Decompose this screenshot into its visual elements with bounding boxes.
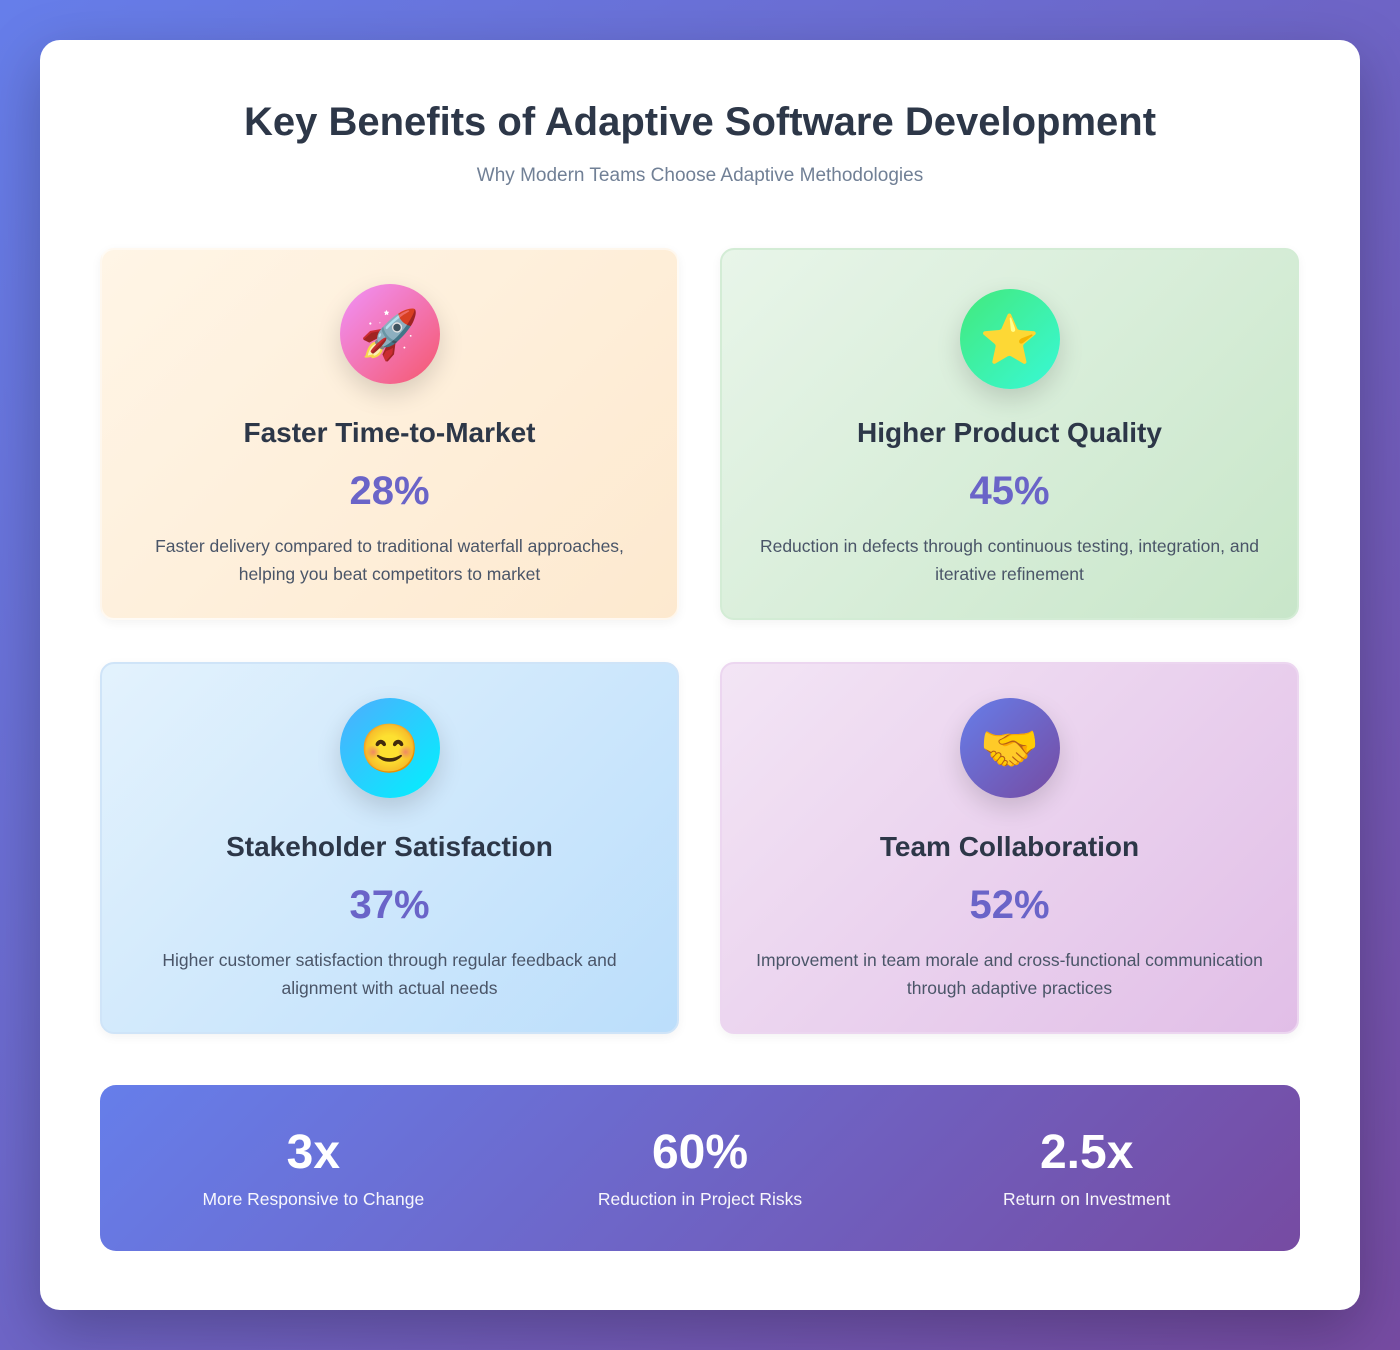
stat-label: More Responsive to Change <box>202 1189 425 1209</box>
benefit-description: Faster delivery compared to traditional … <box>155 536 624 584</box>
stat-value: 3x <box>286 1126 341 1179</box>
benefit-value: 37% <box>349 883 430 927</box>
page-title: Key Benefits of Adaptive Software Develo… <box>243 100 1157 144</box>
benefit-value: 45% <box>969 469 1050 513</box>
benefit-value: 28% <box>349 469 430 513</box>
benefit-value: 52% <box>969 883 1050 927</box>
benefit-card-product-quality: ⭐ Higher Product Quality 45% Reduction i… <box>720 248 1299 620</box>
stat-item: 2.5x Return on Investment <box>893 1085 1280 1251</box>
star-icon: ⭐ <box>959 289 1060 389</box>
rocket-icon: 🚀 <box>339 284 440 384</box>
benefit-title: Stakeholder Satisfaction <box>226 831 553 862</box>
stat-label: Reduction in Project Risks <box>597 1189 803 1209</box>
stat-label: Return on Investment <box>1003 1189 1171 1209</box>
benefit-title: Team Collaboration <box>879 831 1140 862</box>
benefit-description: Reduction in defects through continuous … <box>759 536 1260 584</box>
page-subtitle: Why Modern Teams Choose Adaptive Methodo… <box>476 165 924 186</box>
benefit-card-time-to-market: 🚀 Faster Time-to-Market 28% Faster deliv… <box>100 248 679 620</box>
handshake-icon: 🤝 <box>959 698 1060 798</box>
benefits-panel: Key Benefits of Adaptive Software Develo… <box>40 40 1360 1310</box>
benefit-title: Higher Product Quality <box>857 417 1162 448</box>
benefit-description: Improvement in team morale and cross-fun… <box>756 950 1263 998</box>
benefit-description: Higher customer satisfaction through reg… <box>162 950 617 998</box>
stat-value: 2.5x <box>1039 1126 1134 1179</box>
smiling-face-icon: 😊 <box>339 698 440 798</box>
benefit-card-team-collaboration: 🤝 Team Collaboration 52% Improvement in … <box>720 662 1299 1034</box>
benefit-title: Faster Time-to-Market <box>243 417 536 448</box>
stat-item: 60% Reduction in Project Risks <box>507 1085 894 1251</box>
benefits-grid: 🚀 Faster Time-to-Market 28% Faster deliv… <box>100 248 1300 1034</box>
benefit-card-stakeholder-satisfaction: 😊 Stakeholder Satisfaction 37% Higher cu… <box>100 662 679 1034</box>
stats-banner: 3x More Responsive to Change 60% Reducti… <box>100 1085 1300 1251</box>
stat-value: 60% <box>651 1126 749 1179</box>
stat-item: 3x More Responsive to Change <box>120 1085 507 1251</box>
